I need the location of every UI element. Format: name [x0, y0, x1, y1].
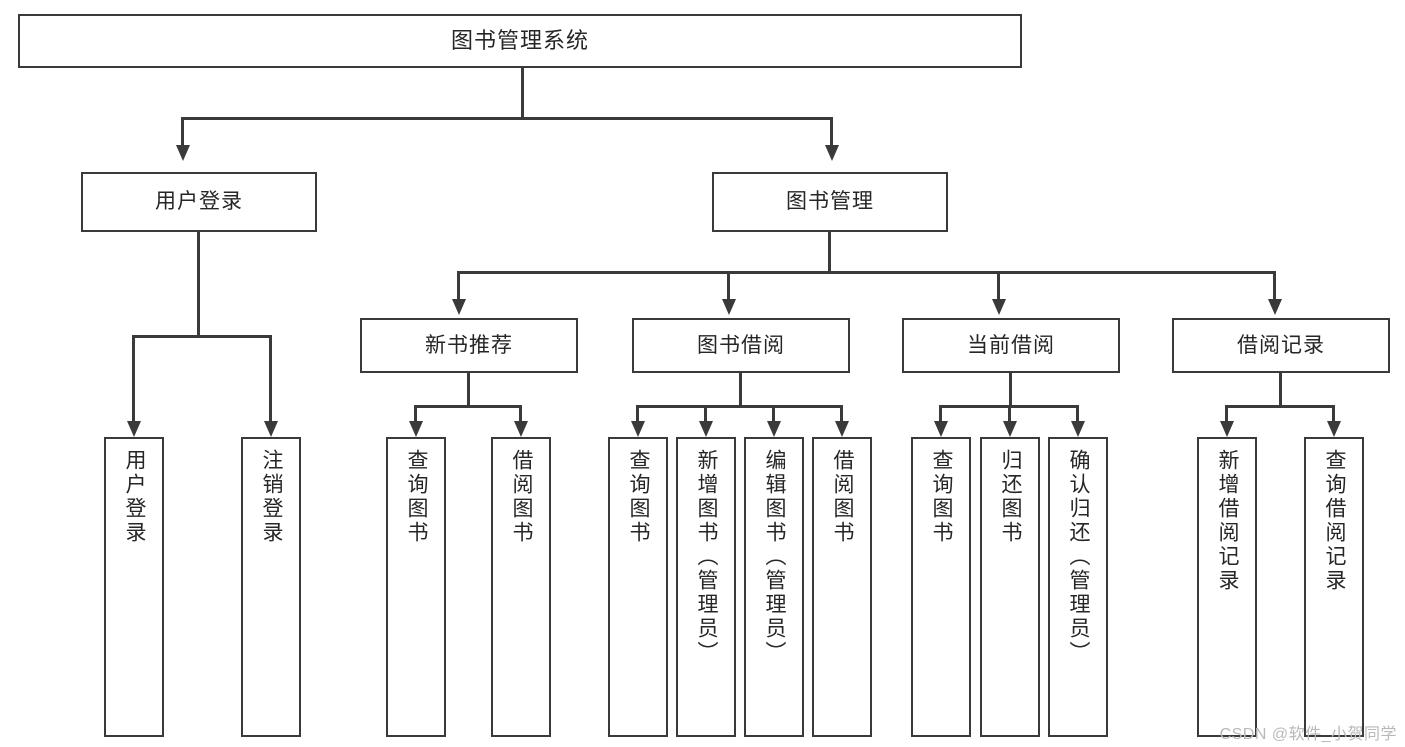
- connector-root-bus: [181, 117, 833, 120]
- arrow-to-leaf-bb-query-book: [631, 421, 645, 437]
- connector-bb-drop-1: [636, 405, 639, 423]
- arrow-to-borrow-record: [1268, 299, 1282, 315]
- node-label: 新增借阅记录: [1216, 449, 1240, 593]
- arrow-to-leaf-bb-borrow-book: [835, 421, 849, 437]
- arrow-to-user-login: [176, 145, 190, 161]
- connector-cb-stem: [1009, 373, 1012, 406]
- arrow-to-leaf-br-query-record: [1327, 421, 1341, 437]
- connector-root-drop-left: [181, 117, 184, 147]
- connector-bb-stem: [739, 373, 742, 406]
- node-label: 图书管理: [786, 190, 874, 214]
- node-label: 用户登录: [123, 449, 147, 545]
- node-label: 归还图书: [999, 449, 1023, 545]
- arrow-to-current-borrow: [992, 299, 1006, 315]
- connector-nbr-drop-1: [414, 405, 417, 423]
- connector-br-stem: [1279, 373, 1282, 406]
- leaf-user-login[interactable]: 用户登录: [104, 437, 164, 737]
- node-label: 当前借阅: [967, 333, 1055, 357]
- connector-user-login-bus: [132, 335, 272, 338]
- arrow-to-leaf-user-login: [127, 421, 141, 437]
- leaf-bb-add-book[interactable]: 新增图书（管理员）: [676, 437, 736, 737]
- connector-user-login-drop-1: [132, 335, 135, 423]
- connector-cb-drop-1: [939, 405, 942, 423]
- leaf-logout[interactable]: 注销登录: [241, 437, 301, 737]
- connector-user-login-stem: [197, 232, 200, 336]
- arrow-to-leaf-br-add-record: [1220, 421, 1234, 437]
- leaf-cb-query-book[interactable]: 查询图书: [911, 437, 971, 737]
- node-label: 借阅图书: [831, 449, 855, 545]
- arrow-to-leaf-logout: [264, 421, 278, 437]
- connector-bb-drop-4: [840, 405, 843, 423]
- leaf-nbr-query-book[interactable]: 查询图书: [386, 437, 446, 737]
- arrow-to-book-borrow: [722, 299, 736, 315]
- node-label: 编辑图书（管理员）: [763, 449, 787, 665]
- node-label: 图书管理系统: [450, 27, 589, 53]
- arrow-to-book-management: [825, 145, 839, 161]
- node-label: 查询图书: [930, 449, 954, 545]
- connector-bm-drop-2: [727, 271, 730, 301]
- node-label: 借阅记录: [1237, 333, 1325, 357]
- arrow-to-leaf-cb-confirm-return: [1071, 421, 1085, 437]
- leaf-bb-query-book[interactable]: 查询图书: [608, 437, 668, 737]
- node-label: 新书推荐: [425, 333, 513, 357]
- connector-root-stem: [521, 68, 524, 118]
- node-label: 查询图书: [627, 449, 651, 545]
- connector-root-drop-right: [830, 117, 833, 147]
- node-label: 注销登录: [260, 449, 284, 545]
- arrow-to-new-book-recommend: [452, 299, 466, 315]
- arrow-to-leaf-cb-return-book: [1003, 421, 1017, 437]
- connector-bm-drop-4: [1273, 271, 1276, 301]
- node-label: 查询借阅记录: [1323, 449, 1347, 593]
- node-current-borrow[interactable]: 当前借阅: [902, 318, 1120, 373]
- node-book-borrow[interactable]: 图书借阅: [632, 318, 850, 373]
- connector-user-login-drop-2: [269, 335, 272, 423]
- connector-bb-bus: [636, 405, 843, 408]
- arrow-to-leaf-nbr-query-book: [409, 421, 423, 437]
- leaf-cb-return-book[interactable]: 归还图书: [980, 437, 1040, 737]
- connector-nbr-drop-2: [519, 405, 522, 423]
- leaf-cb-confirm-return[interactable]: 确认归还（管理员）: [1048, 437, 1108, 737]
- node-root-book-management-system[interactable]: 图书管理系统: [18, 14, 1022, 68]
- arrow-to-leaf-cb-query-book: [934, 421, 948, 437]
- leaf-bb-edit-book[interactable]: 编辑图书（管理员）: [744, 437, 804, 737]
- node-label: 借阅图书: [510, 449, 534, 545]
- node-label: 用户登录: [155, 190, 243, 214]
- connector-book-management-stem: [828, 232, 831, 272]
- node-user-login[interactable]: 用户登录: [81, 172, 317, 232]
- connector-br-bus: [1225, 405, 1335, 408]
- arrow-to-leaf-nbr-borrow-book: [514, 421, 528, 437]
- arrow-to-leaf-bb-edit-book: [767, 421, 781, 437]
- node-label: 确认归还（管理员）: [1067, 449, 1091, 665]
- connector-br-drop-1: [1225, 405, 1228, 423]
- leaf-br-add-record[interactable]: 新增借阅记录: [1197, 437, 1257, 737]
- node-borrow-record[interactable]: 借阅记录: [1172, 318, 1390, 373]
- connector-bm-drop-3: [997, 271, 1000, 301]
- node-label: 图书借阅: [697, 333, 785, 357]
- connector-bm-drop-1: [457, 271, 460, 301]
- connector-nbr-stem: [467, 373, 470, 406]
- connector-cb-drop-2: [1008, 405, 1011, 423]
- leaf-nbr-borrow-book[interactable]: 借阅图书: [491, 437, 551, 737]
- leaf-bb-borrow-book[interactable]: 借阅图书: [812, 437, 872, 737]
- node-label: 查询图书: [405, 449, 429, 545]
- node-new-book-recommend[interactable]: 新书推荐: [360, 318, 578, 373]
- node-book-management[interactable]: 图书管理: [712, 172, 948, 232]
- connector-bb-drop-2: [704, 405, 707, 423]
- watermark-text: CSDN @软件_小贺同学: [1219, 726, 1397, 743]
- leaf-br-query-record[interactable]: 查询借阅记录: [1304, 437, 1364, 737]
- connector-bb-drop-3: [772, 405, 775, 423]
- connector-br-drop-2: [1332, 405, 1335, 423]
- connector-nbr-bus: [414, 405, 522, 408]
- arrow-to-leaf-bb-add-book: [699, 421, 713, 437]
- connector-cb-drop-3: [1076, 405, 1079, 423]
- node-label: 新增图书（管理员）: [695, 449, 719, 665]
- connector-book-management-bus: [457, 271, 1276, 274]
